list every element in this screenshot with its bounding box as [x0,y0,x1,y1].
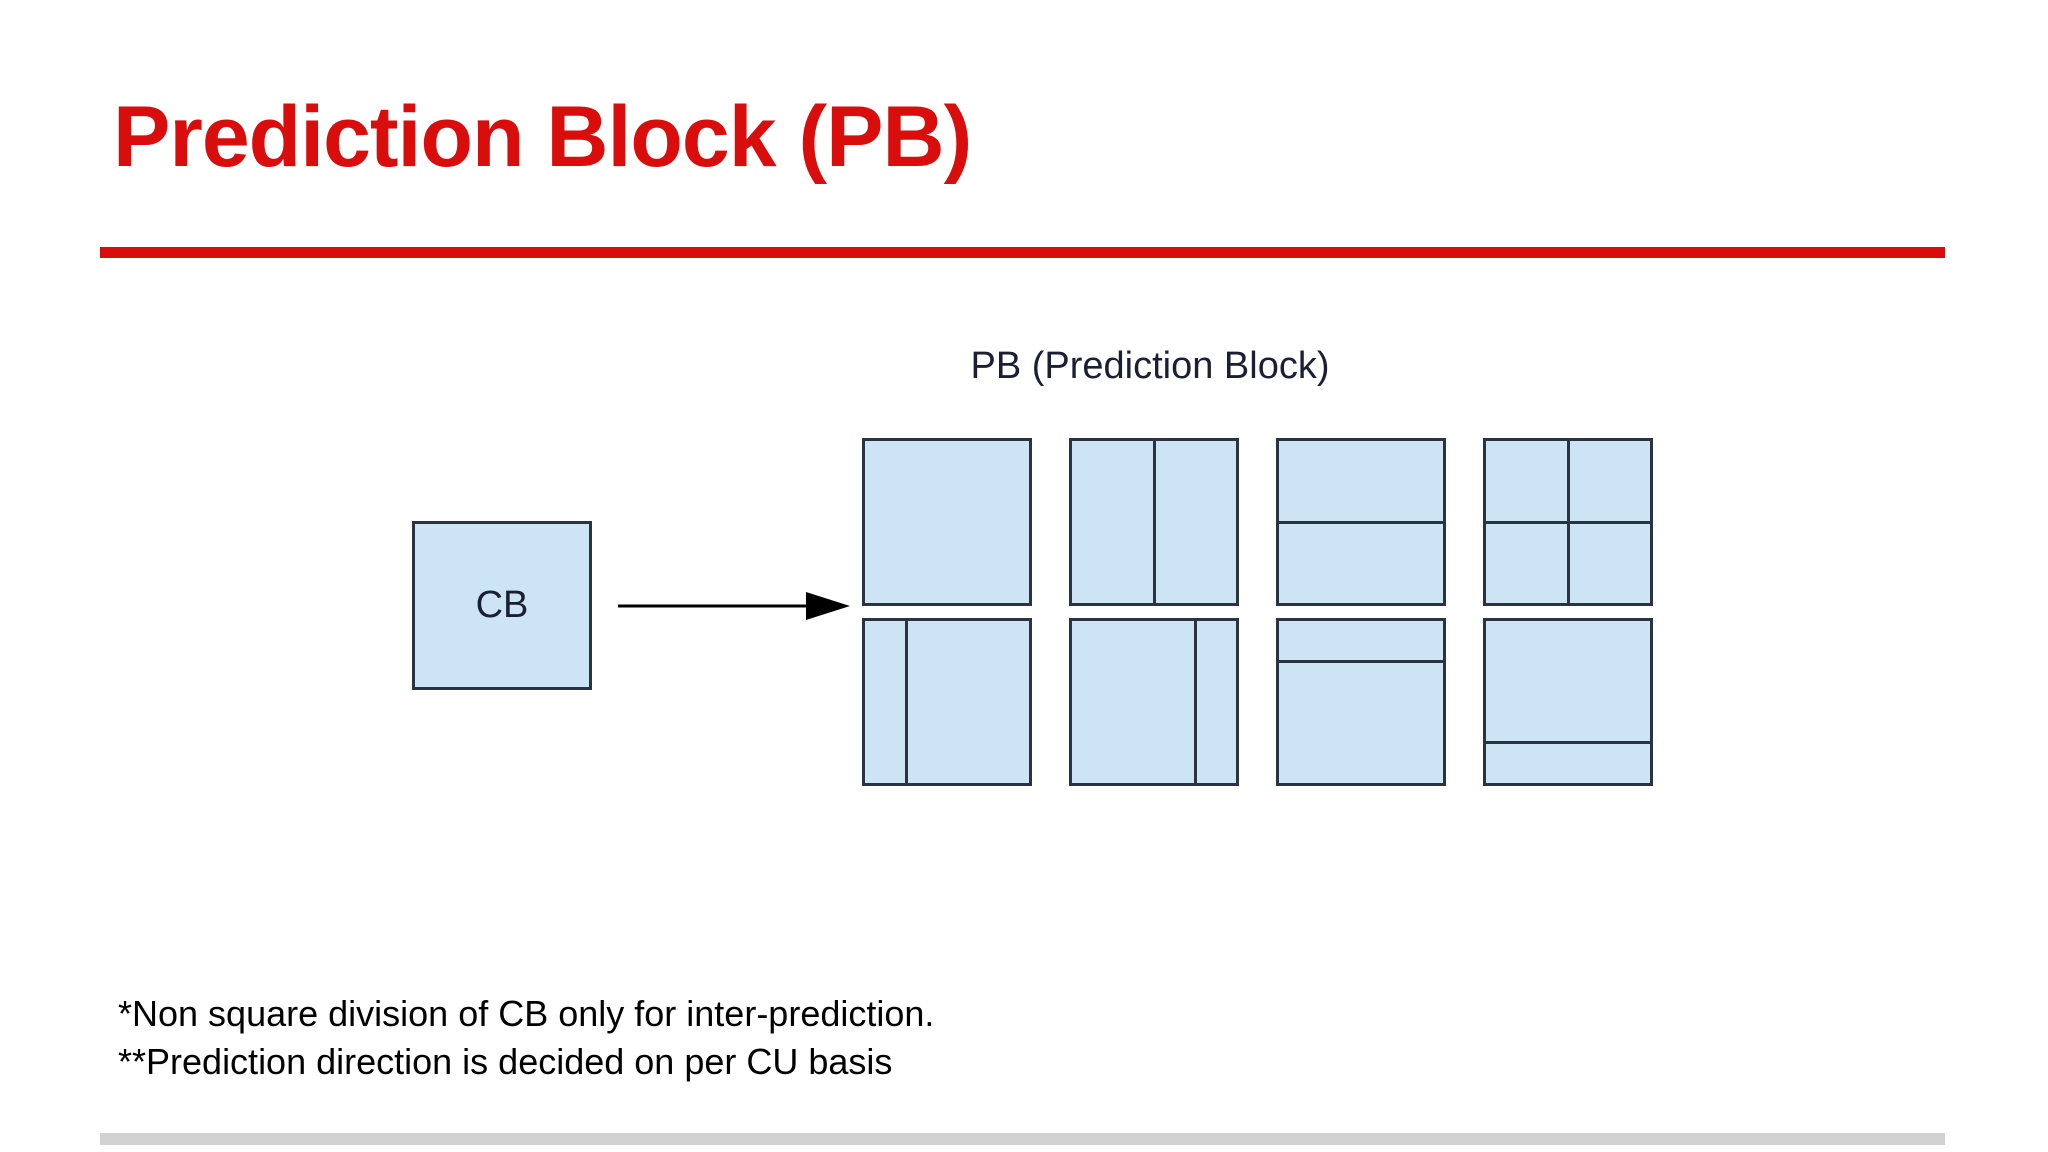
split-line-vertical [1193,621,1197,783]
split-line-horizontal [1486,520,1650,524]
footnote-line-2: **Prediction direction is decided on per… [118,1040,893,1082]
split-line-horizontal [1486,741,1650,744]
pb-partition-2NxN [1276,438,1446,606]
diagram-heading: PB (Prediction Block) [970,345,1330,387]
arrow-right-icon [618,586,850,626]
split-line-vertical [904,621,908,783]
pb-partition-Nx2N [1069,438,1239,606]
cb-block: CB [412,521,592,690]
pb-partition-grid [862,438,1662,786]
split-line-horizontal [1279,520,1443,524]
pb-partition-2NxnU [1276,618,1446,786]
cb-block-label: CB [475,584,529,626]
split-line-horizontal [1279,660,1443,663]
footnotes: *Non square division of CB only for inte… [118,990,934,1085]
pb-partition-NxN [1483,438,1653,606]
pb-partition-nLx2N [862,618,1032,786]
page-title: Prediction Block (PB) [113,89,972,185]
pb-partition-2NxnD [1483,618,1653,786]
footnote-line-1: *Non square division of CB only for inte… [118,993,935,1034]
pb-partition-nRx2N [1069,618,1239,786]
pb-partition-2Nx2N [862,438,1032,606]
title-underline-rule [100,247,1945,258]
bottom-divider-rule [100,1133,1945,1145]
split-line-vertical [1152,441,1156,603]
